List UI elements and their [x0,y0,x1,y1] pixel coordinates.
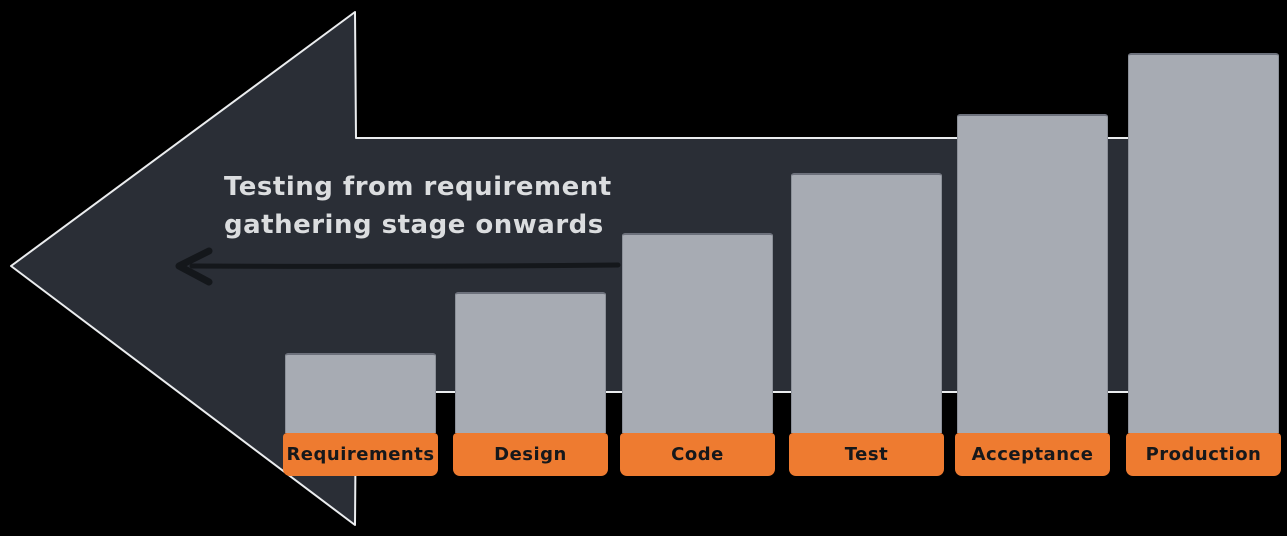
annotation-arrow-head [175,247,213,286]
stage-bar-production: Production [1126,53,1281,476]
stage-bar-design: Design [453,292,608,476]
stage-label: Requirements [283,433,438,476]
stage-bar-body [791,173,942,433]
stage-bar-acceptance: Acceptance [955,114,1110,476]
stage-label: Production [1126,433,1281,476]
stage-bar-requirements: Requirements [283,353,438,476]
annotation-arrow-line [189,262,621,269]
stage-bar-body [285,353,436,433]
stage-label: Code [620,433,775,476]
stage-bar-body [622,233,773,433]
stage-bar-body [1128,53,1279,433]
annotation-line-2: gathering stage onwards [224,210,604,240]
stage-bar-body [455,292,606,433]
stage-bar-body [957,114,1108,433]
stage-bar-test: Test [789,173,944,476]
annotation-line-1: Testing from requirement [224,172,612,202]
stage-bar-code: Code [620,233,775,476]
stage-label: Test [789,433,944,476]
stage-label: Acceptance [955,433,1110,476]
stage-label: Design [453,433,608,476]
annotation-text: Testing from requirement gathering stage… [224,168,612,244]
